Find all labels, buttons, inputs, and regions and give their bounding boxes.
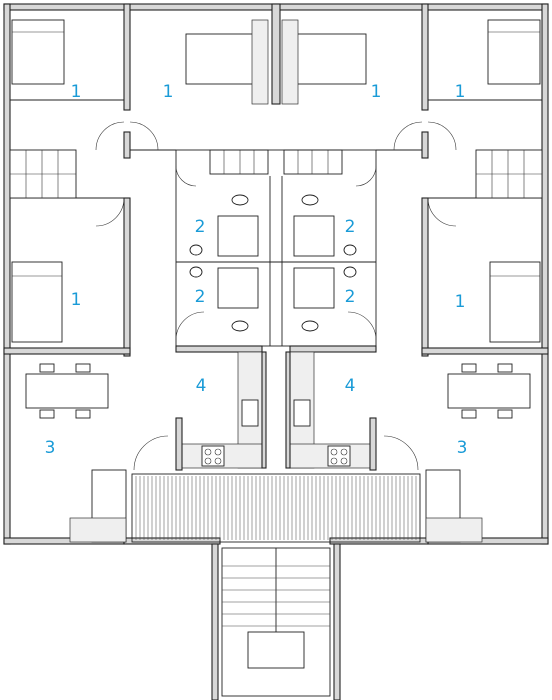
room-label-bedroom-1e: 1: [71, 290, 82, 310]
room-label-kitchen-4a: 4: [196, 376, 207, 396]
wardrobes: [9, 149, 543, 199]
kitchens: [175, 351, 377, 471]
room-label-bedroom-1c: 1: [371, 82, 382, 102]
dining-tables: [25, 363, 531, 419]
room-label-bathroom-2b: 2: [345, 217, 356, 237]
room-label-bedroom-1a: 1: [71, 82, 82, 102]
room-label-kitchen-4b: 4: [345, 376, 356, 396]
room-label-bedroom-1f: 1: [455, 292, 466, 312]
stair-steps: [222, 565, 330, 627]
room-label-living-3a: 3: [45, 438, 56, 458]
room-label-living-3b: 3: [457, 438, 468, 458]
exterior-walls: [3, 3, 549, 545]
bathrooms: [175, 149, 377, 353]
doors: [95, 121, 457, 471]
bedroom-walls: [3, 3, 549, 357]
balcony-slats: [135, 476, 417, 540]
room-label-bathroom-2c: 2: [195, 287, 206, 307]
room-label-bathroom-2a: 2: [195, 217, 206, 237]
beds: [11, 19, 541, 343]
balcony: [69, 469, 483, 543]
stairwell: [211, 543, 341, 700]
room-label-bathroom-2d: 2: [345, 287, 356, 307]
room-label-bedroom-1b: 1: [163, 82, 174, 102]
room-label-bedroom-1d: 1: [455, 82, 466, 102]
